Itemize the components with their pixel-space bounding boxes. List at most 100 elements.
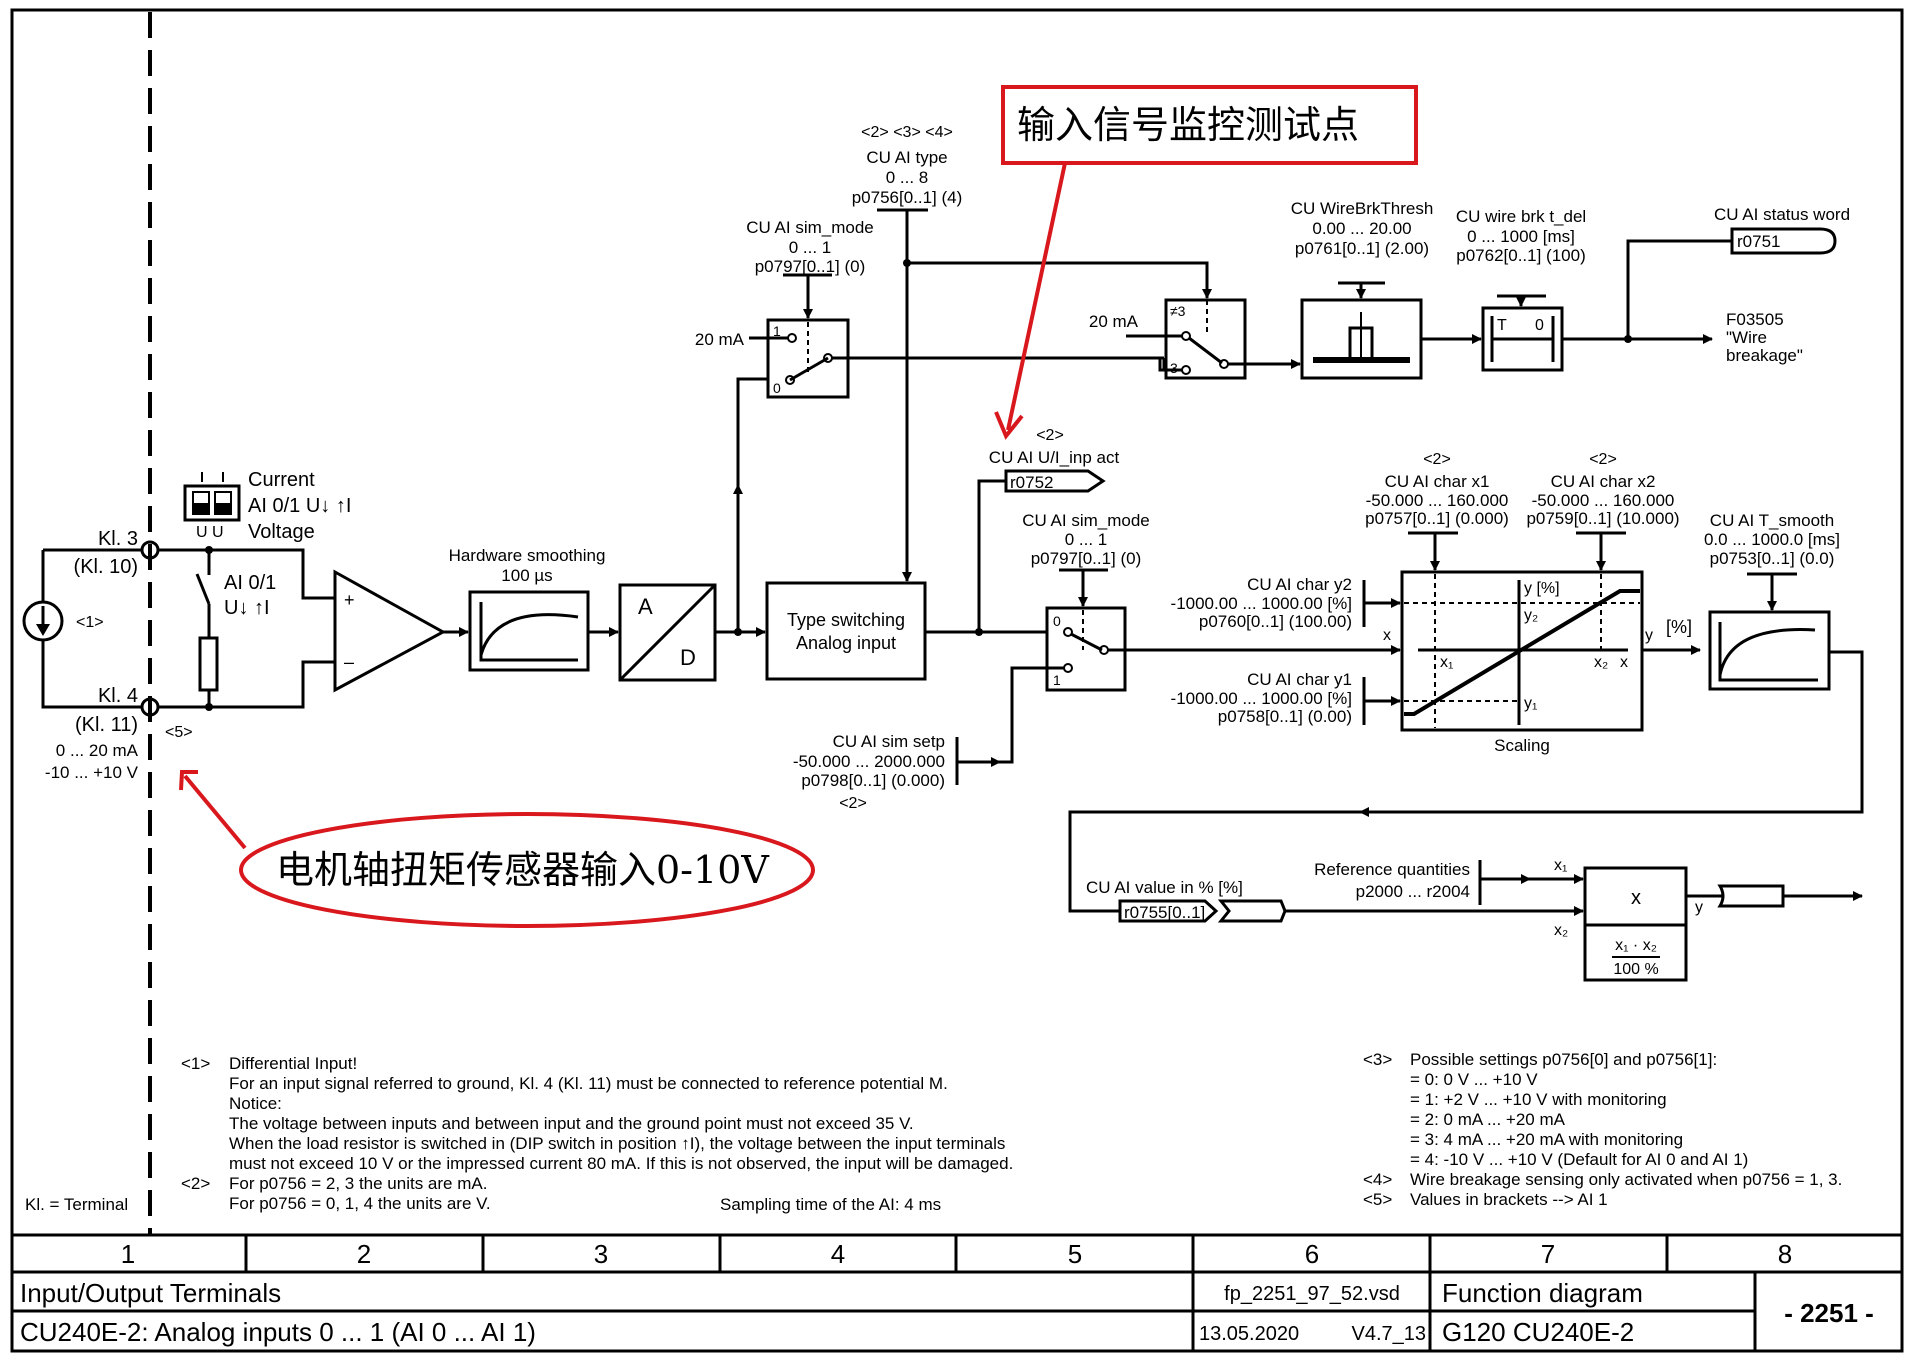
scaling-y-out: y	[1645, 627, 1653, 644]
hw-smoothing-value: 100 µs	[501, 566, 552, 585]
range-ma: 0 ... 20 mA	[56, 741, 139, 760]
type-switching-line2: Analog input	[796, 633, 896, 653]
footnote-left-line: must not exceed 10 V or the impressed cu…	[229, 1154, 1013, 1173]
footnotes-left: <1>Differential Input!For an input signa…	[181, 1054, 1013, 1213]
output-section	[1118, 860, 1863, 982]
r0752-connector	[1004, 469, 1106, 493]
section-title: Input/Output Terminals	[20, 1278, 281, 1308]
note-5-marker: <5>	[165, 724, 193, 741]
adc-a-label: A	[638, 594, 653, 619]
load-resistor	[198, 636, 219, 692]
sim-mode-mid-param[interactable]: p0797[0..1] (0)	[1031, 549, 1142, 568]
sim-mode-top-pos0: 0	[773, 380, 781, 396]
column-number: 3	[594, 1239, 608, 1269]
opamp-minus: –	[344, 652, 354, 672]
char-x2-range: -50.000 ... 160.000	[1532, 491, 1675, 510]
column-number: 4	[831, 1239, 845, 1269]
char-y1-param[interactable]: p0758[0..1] (0.00)	[1218, 707, 1352, 726]
multiplier-denominator: 100 %	[1613, 961, 1658, 978]
wire-delay-param[interactable]: p0762[0..1] (100)	[1456, 246, 1585, 265]
input-circuit	[22, 472, 469, 717]
status-word-connector	[1730, 227, 1837, 255]
footnote-left-line: For p0756 = 2, 3 the units are mA.	[229, 1174, 487, 1193]
doc-date: 13.05.2020	[1199, 1323, 1299, 1345]
t-smooth-range: 0.0 ... 1000.0 [ms]	[1704, 530, 1840, 549]
ai-type-range: 0 ... 8	[886, 168, 929, 187]
hw-smoothing-title: Hardware smoothing	[449, 546, 606, 565]
t-smooth-param[interactable]: p0753[0..1] (0.0)	[1710, 549, 1835, 568]
scaling-x1: x₁	[1440, 654, 1453, 671]
adc-d-label: D	[680, 645, 696, 670]
inp-act-param[interactable]: r0752	[1010, 473, 1053, 492]
footnote-left-line: Notice:	[229, 1094, 282, 1113]
multiplier-x1: x₁	[1554, 857, 1567, 874]
column-number: 5	[1068, 1239, 1082, 1269]
inp-act-name: CU AI U/I_inp act	[989, 448, 1120, 467]
footnote-left-tag: <1>	[181, 1054, 210, 1073]
dip-current-label: Current	[248, 469, 315, 491]
range-v: -10 ... +10 V	[45, 763, 139, 782]
fault-code: F03505	[1726, 310, 1784, 329]
multiplier-x2: x₂	[1554, 922, 1568, 939]
value-pct-name: CU AI value in % [%]	[1086, 878, 1243, 897]
device-name: G120 CU240E-2	[1442, 1317, 1634, 1347]
ai-type-param[interactable]: p0756[0..1] (4)	[852, 188, 963, 207]
sim-setp-name: CU AI sim setp	[833, 732, 945, 751]
t-smooth-name: CU AI T_smooth	[1710, 511, 1834, 530]
status-word-param[interactable]: r0751	[1737, 232, 1780, 251]
char-x1-param[interactable]: p0757[0..1] (0.000)	[1365, 509, 1509, 528]
fault-text-2: breakage"	[1726, 346, 1803, 365]
file-name: fp_2251_97_52.vsd	[1224, 1283, 1400, 1305]
wire-thresh-name: CU WireBrkThresh	[1291, 199, 1434, 218]
char-x1-range: -50.000 ... 160.000	[1366, 491, 1509, 510]
column-number: 6	[1305, 1239, 1319, 1269]
sim-setp-note: <2>	[839, 795, 867, 812]
scaling-y-axis: y [%]	[1524, 580, 1560, 597]
title-block	[12, 1233, 1902, 1351]
value-pct-param[interactable]: r0755[0..1]	[1124, 903, 1205, 922]
sim-setp-param[interactable]: p0798[0..1] (0.000)	[801, 771, 945, 790]
footnote-left-line: For an input signal referred to ground, …	[229, 1074, 948, 1093]
wire-thresh-range: 0.00 ... 20.00	[1312, 219, 1411, 238]
dip-voltage-label: Voltage	[248, 521, 315, 543]
sim-mode-switch-mid	[925, 469, 1401, 785]
footnote-right-line: = 3: 4 mA ... +20 mA with monitoring	[1410, 1130, 1683, 1149]
footnote-right-line: Values in brackets --> AI 1	[1410, 1190, 1608, 1209]
page-subtitle: CU240E-2: Analog inputs 0 ... 1 (AI 0 ..…	[20, 1317, 536, 1347]
delay-0-label: 0	[1535, 317, 1544, 334]
dip-ai-label: AI 0/1 U↓ ↑I	[248, 495, 351, 517]
column-number: 2	[357, 1239, 371, 1269]
footnote-right-line: = 1: +2 V ... +10 V with monitoring	[1410, 1090, 1667, 1109]
footnote-left-line: For p0756 = 0, 1, 4 the units are V.	[229, 1194, 491, 1213]
column-number: 1	[121, 1239, 135, 1269]
footnote-right-line: = 4: -10 V ... +10 V (Default for AI 0 a…	[1410, 1150, 1748, 1169]
char-x1-note: <2>	[1423, 451, 1451, 468]
multiplier-op: x	[1631, 887, 1641, 909]
ai-type-name: CU AI type	[866, 148, 947, 167]
hardware-smoothing-block	[468, 590, 590, 672]
type-switching-block	[765, 581, 927, 681]
footnote-right-tag: <4>	[1363, 1170, 1392, 1189]
char-x1-name: CU AI char x1	[1385, 472, 1490, 491]
t-smooth-block	[1068, 572, 1864, 913]
multiplier-numerator: x₁ · x₂	[1615, 937, 1657, 954]
sim-mode-top-pos1: 1	[773, 323, 781, 339]
scaling-y2: y₂	[1524, 607, 1538, 624]
annotation-sensor-input	[179, 770, 815, 928]
wire-thresh-param[interactable]: p0761[0..1] (2.00)	[1295, 239, 1429, 258]
annotation-sensor-text: 电机轴扭矩传感器输入0-10V	[276, 848, 769, 892]
scaling-x2: x₂	[1594, 654, 1608, 671]
footnote-right-tag: <5>	[1363, 1190, 1392, 1209]
char-x2-param[interactable]: p0759[0..1] (10.000)	[1526, 509, 1679, 528]
sim-mode-top-param[interactable]: p0797[0..1] (0)	[755, 257, 866, 276]
scaling-block	[1362, 531, 1701, 732]
current-source-icon	[22, 600, 64, 642]
reference-line2: p2000 ... r2004	[1356, 882, 1470, 901]
annotation-monitor-text: 输入信号监控测试点	[1017, 103, 1359, 147]
type-switching-line1: Type switching	[787, 610, 905, 630]
doc-version: V4.7_13	[1351, 1323, 1426, 1345]
char-y2-name: CU AI char y2	[1247, 575, 1352, 594]
wire-switch-3: 3	[1170, 360, 1178, 376]
char-x2-name: CU AI char x2	[1551, 472, 1656, 491]
char-y2-param[interactable]: p0760[0..1] (100.00)	[1199, 612, 1352, 631]
